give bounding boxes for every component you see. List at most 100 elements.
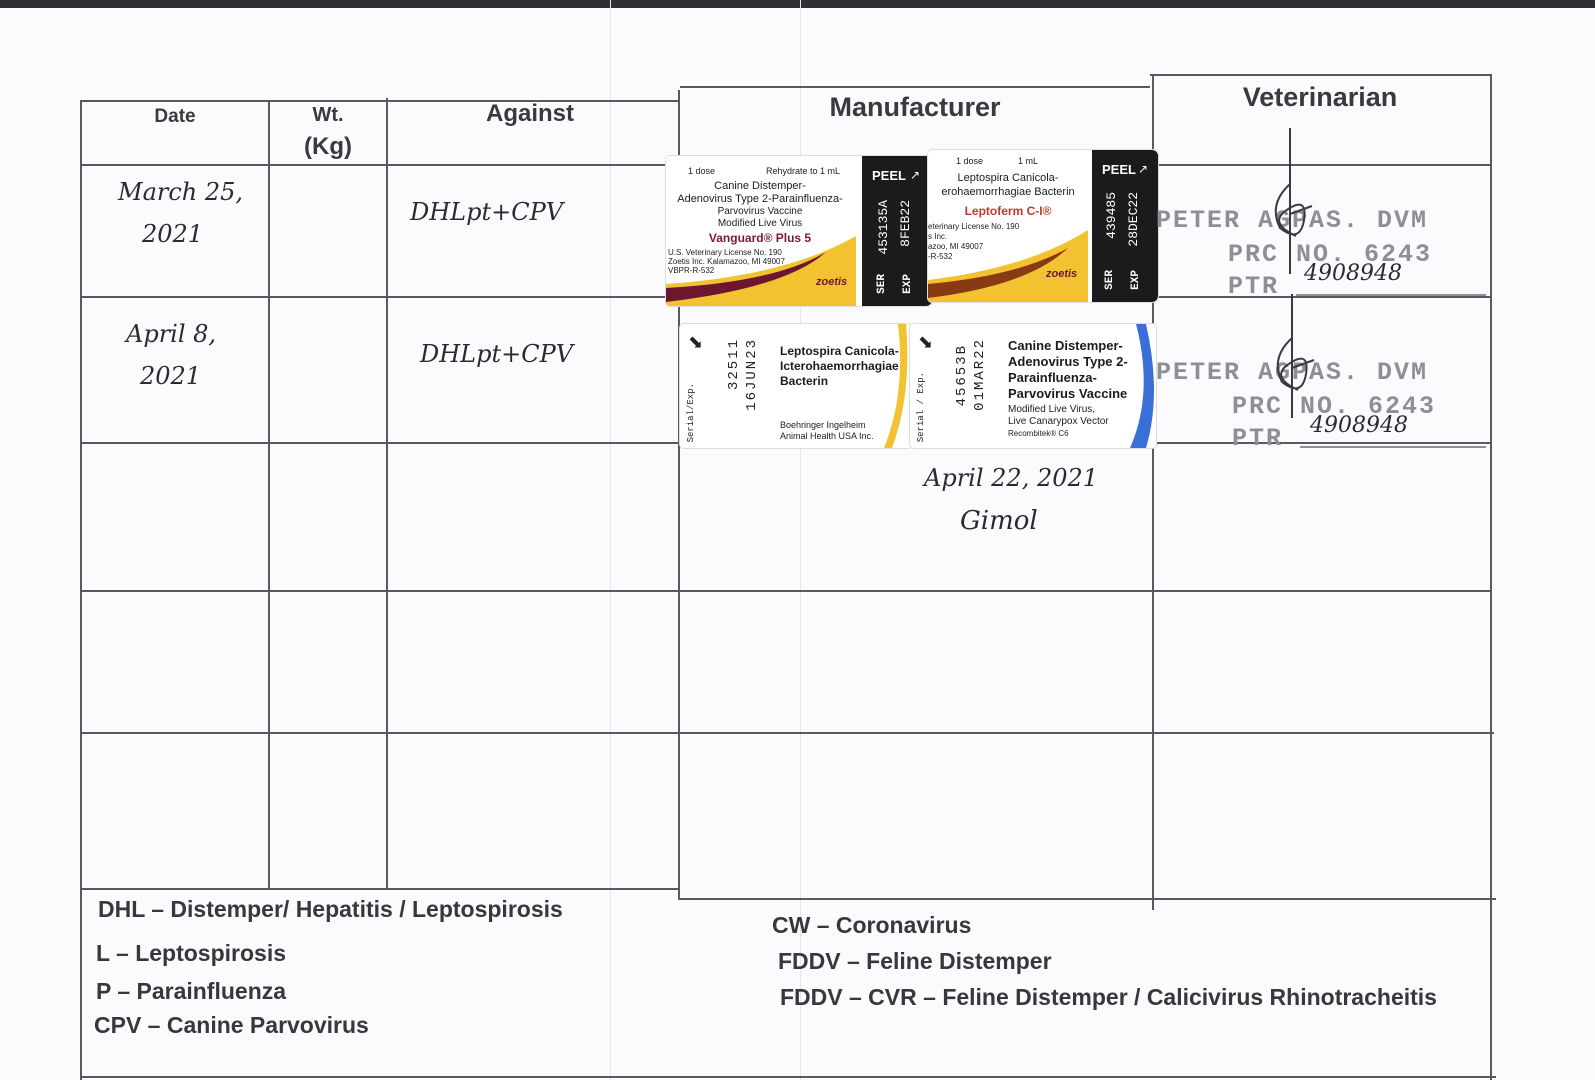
sticker-brand-name: Leptoferm C-I® [964,204,1052,218]
table-top-border [680,86,1150,88]
peel-arrow-icon: ⬊ [918,332,934,352]
header-manufacturer: Manufacturer [829,92,1001,122]
zoetis-logo: zoetis [816,276,848,288]
sticker-product-line: Leptospira Canicola- [780,344,899,358]
sticker-product-line: Parvovirus Vaccine [717,206,803,217]
legend-item: CW – Coronavirus [772,912,972,938]
serial-number: 45653B [954,344,970,407]
ser-label: SER [1104,270,1116,290]
sticker-license: -R-532 [928,252,953,261]
row2-date-line2: 2021 [140,362,202,390]
sticker-product-line: Canine Distemper- [714,180,806,192]
header-against: Against [485,100,574,127]
header-weight: Wt. [312,104,344,126]
column-divider [1152,74,1154,910]
row2-date-line1: April 8, [126,320,217,348]
table-right-border [1490,74,1492,1080]
stamp-underline [1296,294,1486,296]
sticker-license: azoo, MI 49007 [928,242,984,251]
sticker-dose: 1 dose [688,166,716,176]
sticker-volume: 1 mL [1018,156,1039,166]
sticker-swoosh [1130,324,1154,448]
peel-tab: PEEL ↗ SER EXP 439485 28DEC22 [1092,150,1158,302]
legend-item: FDDV – CVR – Feline Distemper / Calicivi… [780,984,1437,1010]
vet-stamp-ptr-label: PTR [1232,424,1284,453]
serial-number: 32511 [726,338,742,391]
zoetis-logo: zoetis [1046,268,1078,280]
handwritten-date-note: April 22, 2021 [924,464,1099,492]
paper-fold-line [610,0,611,1080]
expiry-date: 8FEB22 [898,200,913,247]
legend-item: P – Parainfluenza [96,978,287,1004]
sticker-product-line: Parvovirus Vaccine [1008,386,1128,401]
sticker-product-line: Modified Live Virus [717,218,803,229]
sticker-license: Zoetis Inc. Kalamazoo, MI 49007 [668,257,785,266]
sticker-swoosh [884,324,908,448]
row-divider [80,888,680,890]
legend-item: CPV – Canine Parvovirus [94,1012,369,1038]
serial-number: 453135A [876,200,891,255]
sticker-product-line: Modified Live Virus, [1008,404,1096,415]
vet-ptr-handwritten: 4908948 [1304,261,1402,286]
sticker-product-line: erohaemorrhagiae Bacterin [941,186,1075,198]
vaccine-sticker-leptoferm: 1 dose 1 mL Leptospira Canicola- erohaem… [928,150,1158,302]
sticker-brand-name: Vanguard® Plus 5 [708,231,812,245]
sticker-product-line: Adenovirus Type 2-Parainfluenza- [677,193,843,205]
sticker-product-line: Icterohaemorrhagiae [780,359,899,373]
peel-arrow-icon: ↗ [910,168,921,182]
sticker-license: VBPR-R-532 [668,266,715,275]
header-weight-unit: (Kg) [304,133,352,160]
exp-label: EXP [902,274,914,294]
sticker-rehydrate: Rehydrate to 1 mL [766,166,841,176]
vet-stamp-name: PETER AGPAS. DVM [1156,206,1429,235]
expiry-date: 16JUN23 [744,338,760,411]
row1-date-line1: March 25, [118,178,244,206]
serial-exp-label: Serial/Exp. [686,382,696,442]
stamp-underline [1300,446,1486,448]
ser-label: SER [876,274,888,294]
vet-signature [1276,294,1315,418]
table-top-border [80,100,680,102]
row1-against: DHLpt+CPV [410,198,564,226]
sticker-product-line: Bacterin [780,374,829,388]
column-divider [80,100,82,1080]
exp-label: EXP [1130,270,1142,290]
peel-tab: PEEL ↗ SER EXP 453135A 8FEB22 [862,156,932,306]
vet-ptr-handwritten: 4908948 [1310,413,1408,438]
row-divider [80,732,1494,734]
row1-date-line2: 2021 [142,220,204,248]
sticker-brand-name: Recombitek® C6 [1008,429,1069,438]
vaccine-sticker-vanguard: 1 dose Rehydrate to 1 mL Canine Distempe… [666,156,932,306]
row-divider [80,590,1492,592]
vet-stamp-prc: PRC NO. 6243 [1228,240,1433,269]
header-date: Date [154,106,196,127]
legend-item: DHL – Distemper/ Hepatitis / Leptospiros… [98,896,563,922]
legend-item: L – Leptospirosis [96,940,287,966]
paper-fold-line [800,0,801,1080]
sticker-product-line: Parainfluenza- [1008,370,1097,385]
sticker-product-line: Live Canarypox Vector [1008,416,1109,427]
vaccine-sticker-lepto-bi: ⬊ Serial/Exp. 32511 16JUN23 Leptospira C… [680,324,912,448]
serial-number: 439485 [1104,192,1119,239]
expiry-date: 01MAR22 [972,338,988,411]
table-top-border [1150,74,1490,76]
column-divider [386,98,388,888]
handwritten-initials-note: Gimol [960,506,1038,536]
sticker-product-line: Canine Distemper- [1008,338,1123,353]
sticker-swoosh [666,236,856,306]
vaccine-sticker-recombitek: ⬊ Serial / Exp. 45653B 01MAR22 Canine Di… [910,324,1156,448]
column-divider [268,100,270,888]
legend-bottom-border [80,1076,1496,1078]
row-divider [680,898,1496,900]
scan-edge [0,0,1595,8]
legend-item: FDDV – Feline Distemper [778,948,1052,974]
sticker-maker: Animal Health USA Inc. [780,431,874,441]
peel-arrow-icon: ⬊ [688,332,704,352]
peel-label: PEEL [872,168,906,183]
vet-stamp-ptr-label: PTR [1228,272,1280,301]
peel-label: PEEL [1102,162,1136,177]
peel-arrow-icon: ↗ [1138,162,1149,176]
sticker-license: s Inc. [928,232,948,241]
sticker-maker: Boehringer Ingelheim [780,420,866,430]
column-divider [678,90,680,900]
